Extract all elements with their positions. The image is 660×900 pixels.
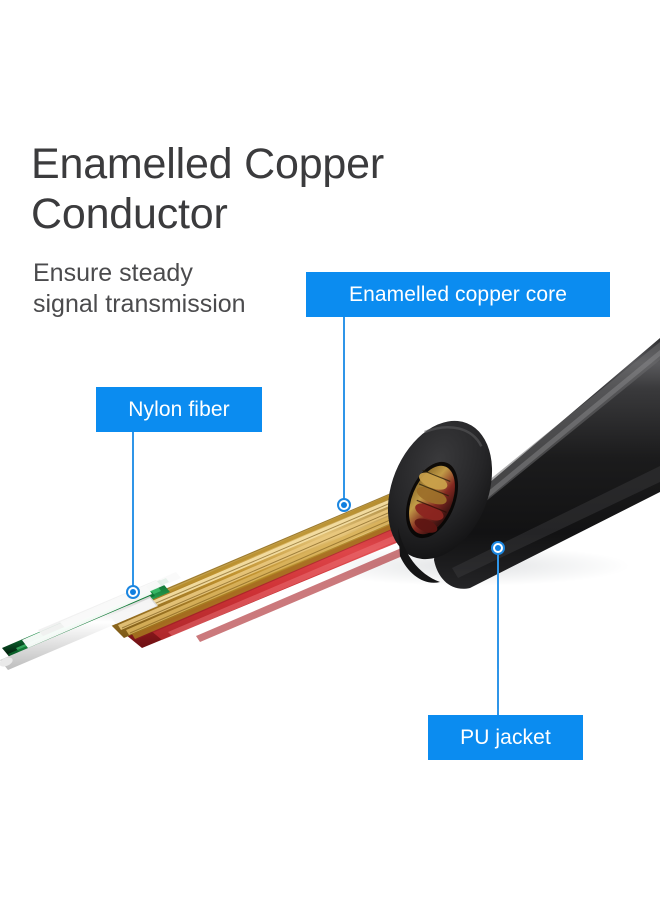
- callout-label-pu-jacket: PU jacket: [428, 715, 583, 760]
- marker-dot-enamelled-copper-core: [337, 498, 351, 512]
- leader-line-enamelled-copper-core: [343, 316, 345, 506]
- callout-label-nylon-fiber: Nylon fiber: [96, 387, 262, 432]
- leader-line-pu-jacket: [497, 548, 499, 716]
- callout-label-enamelled-copper-core: Enamelled copper core: [306, 272, 610, 317]
- cable-illustration: [0, 330, 660, 670]
- marker-dot-pu-jacket: [491, 541, 505, 555]
- marker-dot-nylon-fiber: [126, 585, 140, 599]
- page-subtitle: Ensure steady signal transmission: [33, 259, 246, 318]
- leader-line-nylon-fiber: [132, 431, 134, 593]
- page-title: Enamelled Copper Conductor: [31, 140, 384, 238]
